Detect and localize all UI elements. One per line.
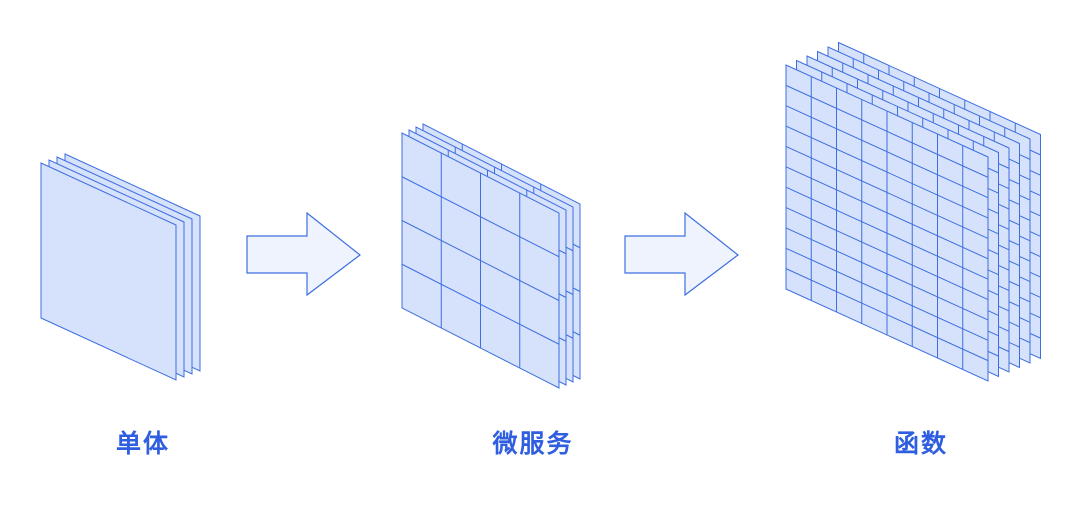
grid-row-line (401, 263, 560, 345)
grid-row-line (785, 227, 989, 321)
monolith-stack (40, 153, 201, 381)
grid-row-line (401, 220, 560, 301)
grid-row-line (785, 247, 989, 341)
grid-row-line (401, 176, 560, 258)
microservices-stack (401, 123, 581, 389)
layer-sheet (785, 64, 989, 382)
grid-row-line (785, 105, 989, 199)
grid-row-line (785, 125, 989, 219)
layer-sheet (401, 132, 560, 389)
grid-row-line (785, 186, 989, 280)
microservices-label: 微服务 (492, 429, 574, 458)
grid-row-line (785, 145, 989, 239)
grid-row-line (785, 84, 989, 178)
functions-label: 函数 (893, 429, 949, 458)
right-arrow-icon (246, 211, 361, 297)
grid-row-line (785, 207, 989, 301)
functions-stack (785, 41, 1041, 382)
monolith-label: 单体 (115, 429, 171, 458)
grid-row-line (785, 166, 989, 260)
sheet-face (40, 162, 177, 381)
grid-row-line (785, 268, 989, 362)
layer-sheet (40, 162, 177, 381)
right-arrow-icon (624, 211, 739, 297)
